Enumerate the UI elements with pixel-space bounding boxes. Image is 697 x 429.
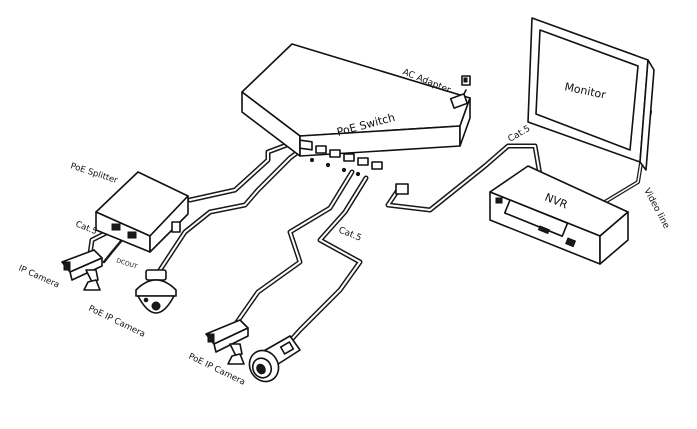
video-line-label: Video line — [641, 187, 671, 231]
dc-out-label: DCOUT — [115, 257, 138, 270]
switch-ports — [299, 139, 409, 195]
poe-splitter-label: PoE Splitter — [69, 161, 119, 186]
ip-camera: IP Camera — [17, 249, 103, 291]
nvr: NVR — [489, 165, 629, 265]
poe-switch: PoE Switch — [241, 43, 471, 195]
ip-camera-label: IP Camera — [17, 264, 61, 291]
cat5-nvr-label: Cat.5 — [507, 124, 533, 145]
monitor: Monitor — [527, 17, 655, 171]
cat5-splitter-label: Cat.5 — [74, 220, 99, 238]
poe-ip-camera-dome: PoE IP Camera — [87, 269, 177, 340]
poe-ip-camera-dome-label: PoE IP Camera — [87, 304, 147, 340]
bullet-camera — [248, 335, 301, 383]
cable-switch-to-splitter — [187, 137, 303, 203]
cable-splitter-dc-out — [102, 238, 124, 264]
poe-ip-camera-box — [205, 319, 249, 365]
cat5-switch-label: Cat.5 — [337, 226, 363, 244]
